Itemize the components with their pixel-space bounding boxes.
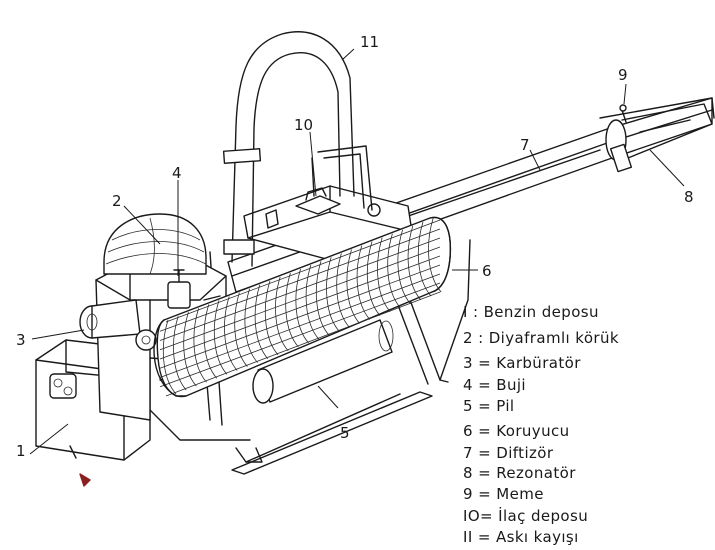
leader-lines [29, 48, 685, 455]
legend-item: 6 = Koruyucu [463, 422, 570, 440]
callout-3: 3 [16, 331, 26, 349]
mesh-guard [153, 216, 452, 398]
legend-item: 4 = Buji [463, 376, 526, 394]
callout-9: 9 [618, 66, 628, 84]
callout-labels: 11 10 2 4 3 7 9 8 6 5 1 [16, 33, 694, 460]
callout-10: 10 [294, 116, 313, 134]
callout-8: 8 [684, 188, 694, 206]
legend: I : Benzin deposu 2 : Diyaframlı körük 3… [463, 303, 619, 546]
legend-item: 9 = Meme [463, 485, 544, 503]
carburettor [79, 299, 157, 351]
legend-item: 2 : Diyaframlı körük [463, 329, 619, 347]
legend-item: I : Benzin deposu [463, 303, 599, 321]
handle-frame [311, 145, 373, 211]
battery [252, 319, 394, 404]
callout-1: 1 [16, 442, 26, 460]
callout-7: 7 [520, 136, 530, 154]
legend-item: 3 = Karbüratör [463, 354, 581, 372]
carrying-strap [222, 31, 355, 267]
legend-item: 7 = Diftizör [463, 444, 554, 462]
legend-item: 5 = Pil [463, 397, 515, 415]
legend-item: IO= İlaç deposu [463, 506, 588, 525]
legend-item: 8 = Rezonatör [463, 464, 576, 482]
spark-plug [167, 269, 221, 309]
diaphragm-bellows [103, 213, 207, 275]
callout-6: 6 [482, 262, 492, 280]
legend-item: II = Askı kayışı [463, 528, 579, 546]
callout-5: 5 [340, 424, 350, 442]
callout-11: 11 [360, 33, 379, 51]
callout-4: 4 [172, 164, 182, 182]
callout-2: 2 [112, 192, 122, 210]
